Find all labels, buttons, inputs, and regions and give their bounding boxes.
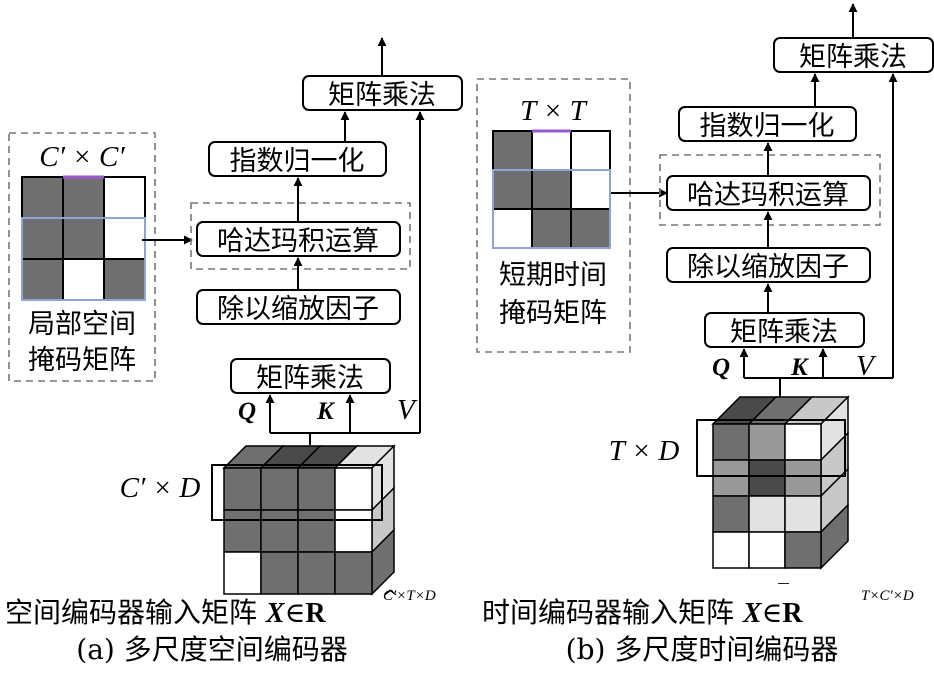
spatial-cube-front-cell [260,551,299,595]
spatial-matmul-top: 矩阵乘法 [302,75,463,111]
spatial-input-text: 空间编码器输入矩阵 X∈R [5,596,326,629]
spatial-mask-frame [8,132,156,382]
temporal-scale-block: 除以缩放因子 [666,247,871,283]
temporal-scale-label: 除以缩放因子 [687,252,849,283]
spatial-scale-block: 除以缩放因子 [196,289,401,325]
temporal-cube-front-cell [784,459,822,497]
spatial-mask-cell [62,217,105,260]
spatial-mask-label-1: 局部空间 [28,309,136,340]
spatial-mask-cell [103,258,146,301]
spatial-mask-cell [103,176,146,219]
temporal-cube-front-cell [784,531,822,569]
temporal-cube-front-cell [784,423,822,461]
temporal-matmul-top: 矩阵乘法 [773,37,934,73]
spatial-mask-cell [21,258,64,301]
spatial-cube-front-cell [334,467,373,511]
temporal-mask-cell [570,169,611,210]
spatial-mask-cell [62,176,105,219]
spatial-matmul-top-label: 矩阵乘法 [328,80,436,111]
temporal-mask-cell [570,208,611,249]
spatial-input-cube [222,444,396,596]
spatial-k: K [316,398,336,425]
spatial-hadamard-block: 哈达玛积运算 [196,221,401,257]
spatial-encoder: C′ × C′ 局部空间 掩码矩阵 矩阵乘法 除以缩放因子 哈达玛积运算 指数归… [5,37,463,666]
spatial-mask-cell [21,217,64,260]
temporal-cube-front-cell [748,459,786,497]
temporal-k: K [790,354,810,381]
temporal-encoder: T × T 短期时间 掩码矩阵 矩阵乘法 除以缩放因子 哈达玛积运算 指数归一化… [476,3,934,666]
temporal-matmul-top-label: 矩阵乘法 [799,42,907,73]
spatial-scale-label: 除以缩放因子 [217,294,379,325]
temporal-caption: (b) 多尺度时间编码器 [566,633,839,666]
spatial-cube-front-cell [260,509,299,553]
temporal-cube-slice [696,419,846,477]
temporal-mask-cell [492,208,533,249]
spatial-cube-dim: C′ × D [120,472,201,504]
temporal-cube-front-cell [784,495,822,533]
spatial-cube-front-cell [223,467,262,511]
spatial-matmul-bottom-label: 矩阵乘法 [256,363,364,394]
temporal-q: Q [712,354,730,381]
temporal-input-text: 时间编码器输入矩阵 X∈R [482,596,803,629]
temporal-hadamard-label: 哈达玛积运算 [687,180,849,211]
temporal-mask-frame [476,78,631,353]
spatial-mask-grid [21,175,146,301]
spatial-mask-dim: C′ × C′ [39,141,125,173]
spatial-softmax-block: 指数归一化 [208,141,387,177]
spatial-cube-front-cell [260,467,299,511]
spatial-q: Q [238,398,256,425]
temporal-mask-label-2: 掩码矩阵 [499,298,607,329]
temporal-cube-front-cell [712,495,750,533]
temporal-mask-grid [492,129,611,249]
temporal-mask-label-1: 短期时间 [499,260,607,291]
temporal-softmax-block: 指数归一化 [678,106,857,142]
spatial-matmul-bottom: 矩阵乘法 [230,358,391,394]
spatial-hadamard-frame [190,202,411,270]
spatial-hat: ^ [382,585,399,609]
temporal-hadamard-block: 哈达玛积运算 [666,175,871,211]
spatial-cube-front-cell [297,467,336,511]
spatial-cube-slice [211,464,383,521]
spatial-softmax-label: 指数归一化 [230,146,365,177]
temporal-matmul-bottom-label: 矩阵乘法 [730,317,838,348]
temporal-cube-front-cell [712,531,750,569]
temporal-mask-dim: T × T [520,95,588,127]
temporal-mask-cell [570,130,611,171]
temporal-mask-cell [531,169,572,210]
temporal-input-cube [711,395,850,570]
temporal-cube-front-cell [712,423,750,461]
spatial-caption: (a) 多尺度空间编码器 [76,633,347,666]
temporal-matmul-bottom: 矩阵乘法 [704,312,865,348]
temporal-bar: ‾ [778,581,789,606]
spatial-cube-front-cell [297,551,336,595]
temporal-v: V [856,350,877,382]
spatial-cube-front-cell [334,509,373,553]
spatial-mask-cell [21,176,64,219]
spatial-hadamard-label: 哈达玛积运算 [217,226,379,257]
temporal-mask-cell [492,130,533,171]
temporal-mask-cell [531,208,572,249]
temporal-cube-dim: T × D [609,435,680,467]
temporal-input-sup: T×C′×D [861,588,914,604]
temporal-softmax-label: 指数归一化 [700,111,835,142]
spatial-cube-front-cell [223,509,262,553]
spatial-mask-cell [103,217,146,260]
temporal-hadamard-frame [659,154,881,226]
temporal-cube-front-cell [748,531,786,569]
spatial-cube-front-cell [297,509,336,553]
spatial-input-sup: C′×T×D [383,588,436,604]
spatial-v: V [397,394,418,426]
spatial-mask-label-2: 掩码矩阵 [28,345,136,376]
temporal-mask-cell [531,130,572,171]
spatial-cube-front-cell [223,551,262,595]
temporal-cube-front-cell [748,495,786,533]
spatial-mask-cell [62,258,105,301]
spatial-cube-front-cell [334,551,373,595]
temporal-mask-cell [492,169,533,210]
temporal-cube-front-cell [712,459,750,497]
temporal-cube-front-cell [748,423,786,461]
